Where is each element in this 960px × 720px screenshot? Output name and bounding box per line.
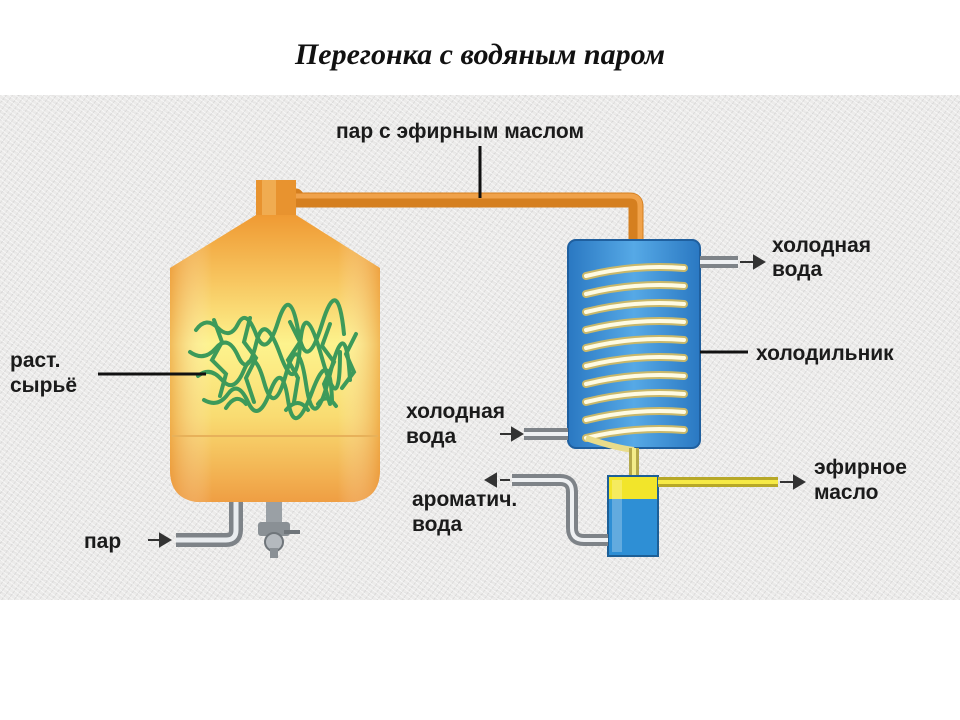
page-title: Перегонка с водяным паром — [294, 38, 666, 71]
separator-vessel — [607, 475, 659, 557]
label-cold-water-in-2: вода — [406, 425, 457, 448]
coil-turn — [584, 301, 686, 314]
vapor-pipe — [288, 188, 644, 258]
condenser-coil — [582, 263, 688, 454]
drain-valve — [258, 502, 300, 558]
aromatic-water-pipe — [512, 474, 608, 546]
coil-turn — [584, 427, 686, 440]
coil-turn — [584, 409, 686, 422]
label-cold-water-out-1: холодная — [772, 234, 871, 257]
coil-turn — [584, 391, 686, 404]
leader-lines — [98, 146, 748, 376]
label-essential-oil-1: эфирное — [814, 456, 907, 479]
coil-turn — [584, 319, 686, 332]
label-steam: пар — [84, 530, 121, 553]
steam-inlet-pipe — [176, 502, 243, 547]
flow-arrows — [148, 254, 806, 548]
label-condenser: холодильник — [756, 342, 894, 365]
label-raw-material-1: раст. — [10, 349, 60, 372]
label-cold-water-in-1: холодная — [406, 400, 505, 423]
coil-turn — [584, 337, 686, 350]
coil-turn — [584, 355, 686, 368]
label-aromatic-water-1: ароматич. — [412, 488, 517, 511]
coil-turn — [584, 283, 686, 296]
label-essential-oil-2: масло — [814, 481, 879, 504]
still-vessel — [170, 180, 380, 502]
label-aromatic-water-2: вода — [412, 513, 463, 536]
label-steam-with-oil: пар с эфирным маслом — [336, 120, 584, 143]
label-raw-material-2: сырьё — [10, 374, 77, 397]
coil-turn — [584, 265, 686, 278]
plant-material — [188, 298, 358, 421]
label-cold-water-out-2: вода — [772, 258, 823, 281]
coil-turn — [584, 373, 686, 386]
